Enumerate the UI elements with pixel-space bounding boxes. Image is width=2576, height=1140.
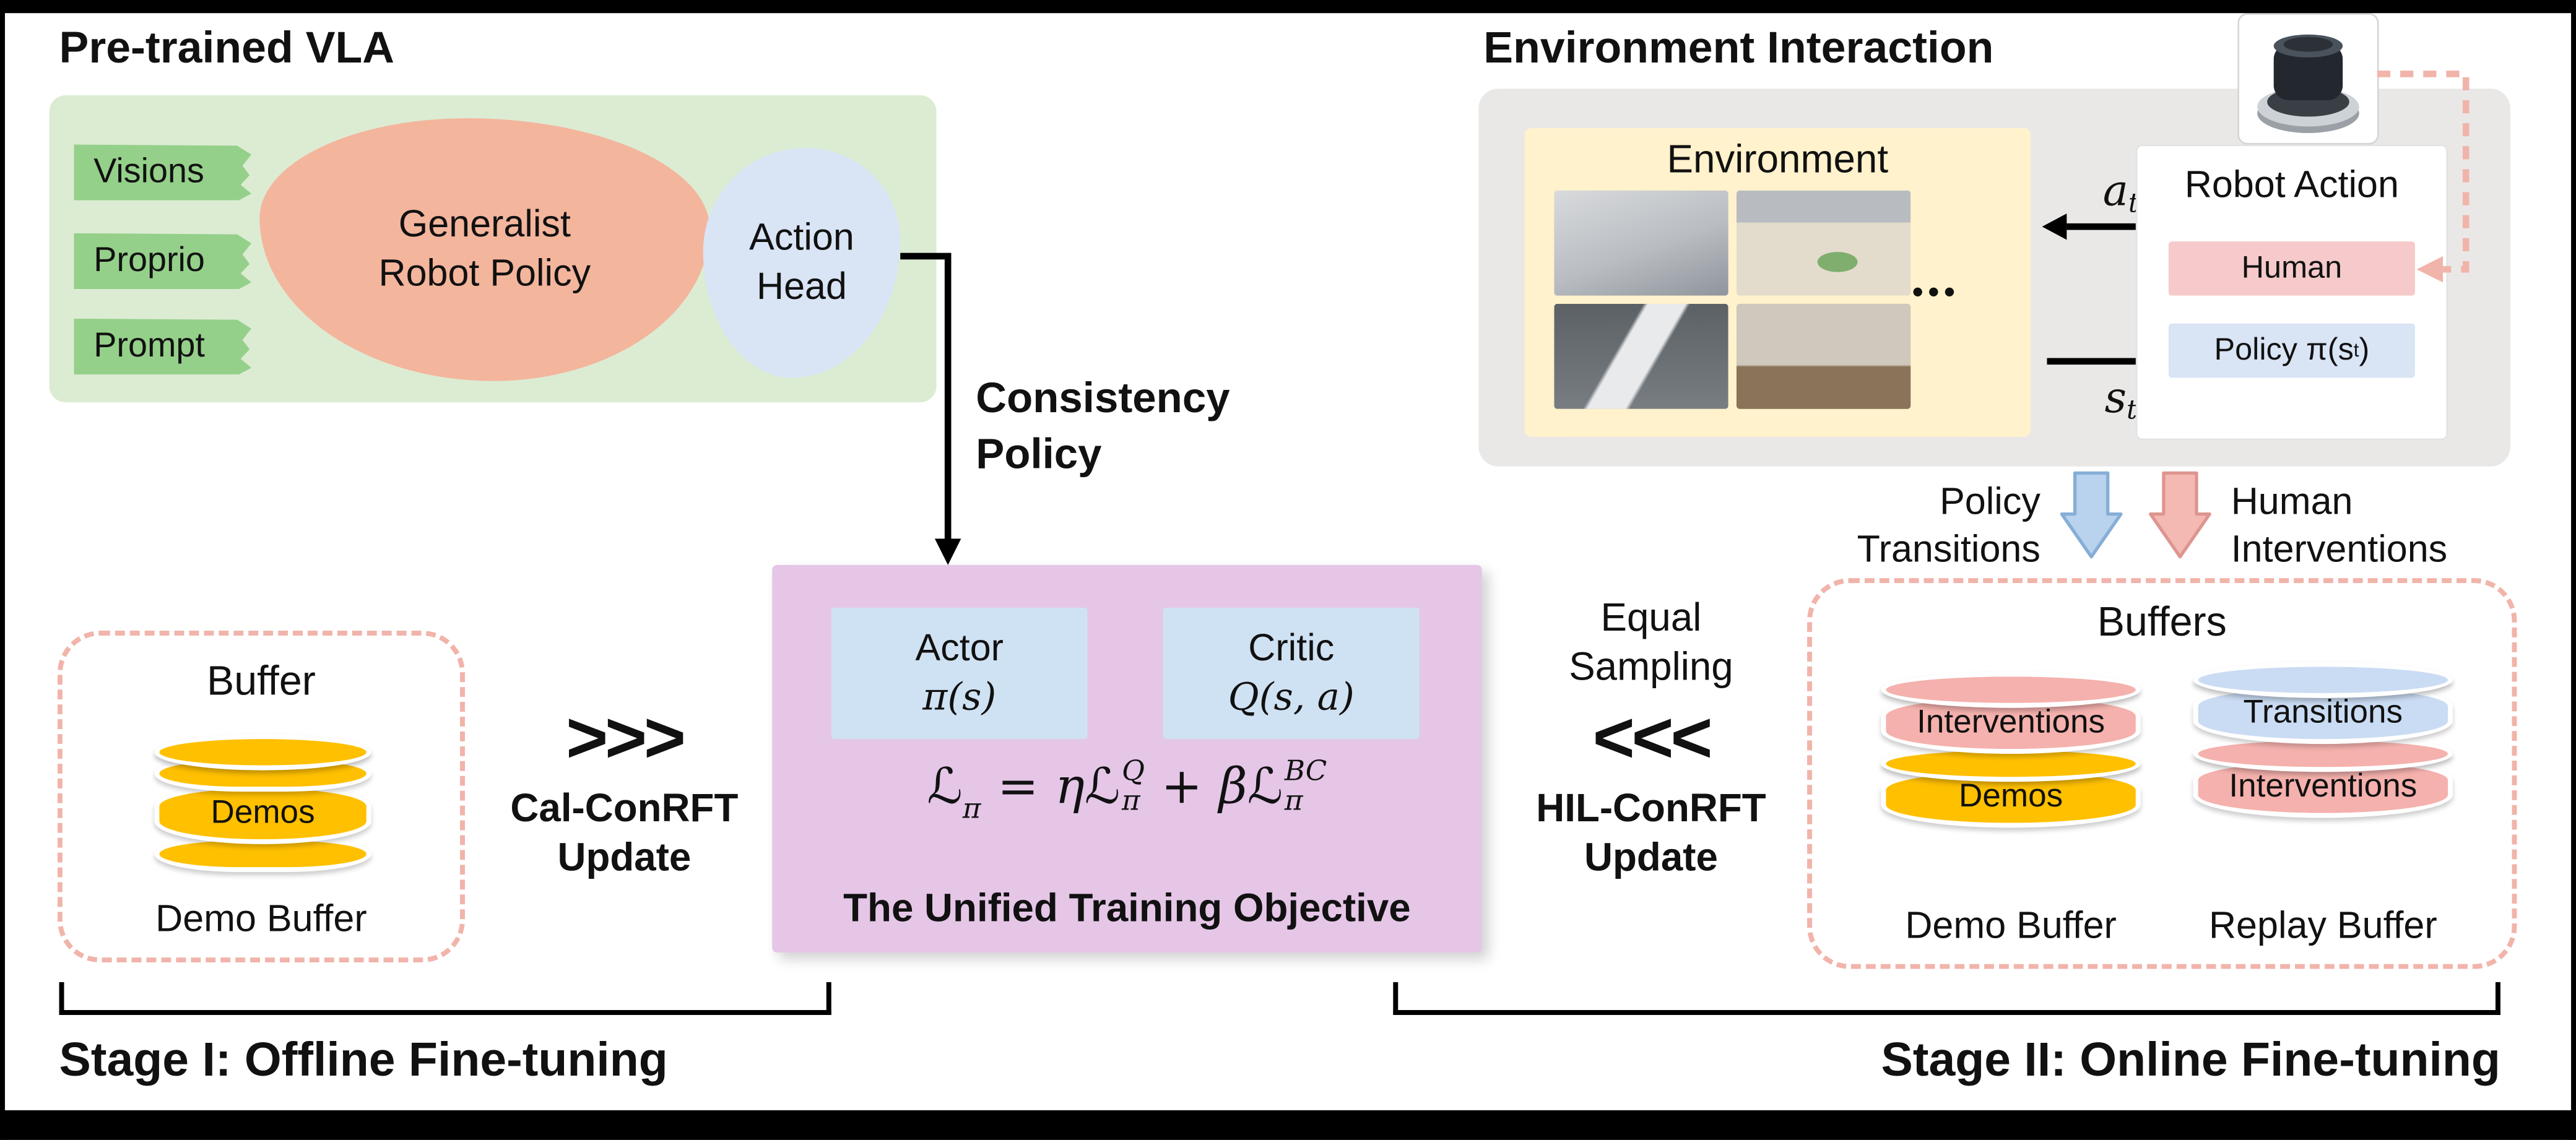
formula-equals: = xyxy=(997,759,1039,817)
stage1-bracket xyxy=(59,982,831,1015)
demo-buffer-caption: Demo Buffer xyxy=(155,896,367,939)
environment-photo-4 xyxy=(1736,303,1911,409)
database-band-demos: Demos xyxy=(154,783,371,845)
state-arrow-right-icon xyxy=(2047,358,2169,364)
critic-title: Critic xyxy=(1248,625,1335,668)
letterbox-bar-left xyxy=(0,0,5,1140)
stage2-bracket xyxy=(1393,982,2500,1015)
actor-box: Actor π(s) xyxy=(831,607,1088,740)
database-rim xyxy=(1881,671,2141,708)
human-box: Human xyxy=(2168,241,2415,296)
action-head-blob: Action Head xyxy=(703,147,901,378)
letterbox-bar-top xyxy=(0,0,2576,14)
hil-conrft-update-block: Equal Sampling <<< HIL-ConRFT Update xyxy=(1528,595,1774,884)
policy-transitions-down-arrow-icon xyxy=(2060,471,2123,559)
demo-buffer-caption: Demo Buffer xyxy=(1905,903,2117,946)
actor-symbol: π(s) xyxy=(922,676,997,720)
pretrained-vla-title: Pre-trained VLA xyxy=(59,23,395,72)
letterbox-bar-bottom xyxy=(0,1110,2576,1140)
ellipsis-dots: ••• xyxy=(1912,275,1960,311)
state-symbol: st xyxy=(2104,374,2138,426)
formula-plus: + xyxy=(1161,759,1203,817)
critic-box: Critic Q(s, a) xyxy=(1163,607,1420,740)
input-tag-prompt: Prompt xyxy=(74,318,252,375)
demo-buffer-database-icon: Interventions Demos xyxy=(1881,671,2141,828)
environment-photo-3 xyxy=(1554,303,1728,409)
environment-interaction-title: Environment Interaction xyxy=(1483,23,1994,72)
spacemouse-icon xyxy=(2257,34,2359,133)
replay-buffer-database-icon: Transitions Interventions xyxy=(2193,662,2453,818)
pretrained-vla-panel: Visions Proprio Prompt Generalist Robot … xyxy=(49,95,937,403)
unified-objective-caption: The Unified Training Objective xyxy=(843,886,1411,931)
buffers-title: Buffers xyxy=(2097,599,2227,646)
policy-transitions-label: Policy Transitions xyxy=(1857,479,2040,570)
generalist-robot-policy-blob: Generalist Robot Policy xyxy=(259,118,710,381)
robot-action-title: Robot Action xyxy=(2184,162,2399,205)
stage1-label: Stage I: Offline Fine-tuning xyxy=(59,1034,668,1087)
critic-symbol: Q(s, a) xyxy=(1228,676,1355,720)
input-tag-proprio: Proprio xyxy=(74,233,252,290)
database-rim xyxy=(154,734,371,771)
offline-buffer-box: Buffer Demos Demo Buffer xyxy=(57,631,465,963)
human-interventions-label: Human Interventions xyxy=(2231,479,2448,570)
hil-conrft-update-label: HIL-ConRFT Update xyxy=(1536,787,1766,881)
consistency-policy-label: Consistency Policy xyxy=(976,373,1230,478)
stage2-label: Stage II: Online Fine-tuning xyxy=(1881,1034,2500,1087)
environment-box: Environment ••• xyxy=(1524,127,2031,437)
action-arrow-left-icon xyxy=(2066,223,2188,230)
input-tag-visions: Visions xyxy=(74,144,252,201)
equal-sampling-label: Equal Sampling xyxy=(1569,596,1733,690)
spacemouse-image xyxy=(2237,13,2379,145)
database-rim xyxy=(2193,662,2453,698)
cal-conrft-update-block: >>> Cal-ConRFT Update xyxy=(493,697,756,884)
online-buffers-box: Buffers Interventions Demos Transitions … xyxy=(1807,578,2517,969)
cal-conrft-update-label: Cal-ConRFT Update xyxy=(510,787,739,881)
environment-photo-1 xyxy=(1554,190,1728,296)
environment-box-title: Environment xyxy=(1667,137,1889,183)
buffer-title: Buffer xyxy=(207,659,316,705)
human-interventions-down-arrow-icon xyxy=(2149,471,2211,559)
replay-buffer-caption: Replay Buffer xyxy=(2208,903,2437,946)
database-rim xyxy=(2193,735,2453,772)
letterbox-bar-right xyxy=(2571,0,2576,1140)
demos-database-icon: Demos xyxy=(154,734,371,873)
environment-photo-grid xyxy=(1554,190,1911,409)
left-chevrons-icon: <<< xyxy=(1592,697,1713,779)
environment-photo-2 xyxy=(1736,190,1911,296)
actor-title: Actor xyxy=(915,625,1004,668)
right-chevrons-icon: >>> xyxy=(566,697,686,779)
